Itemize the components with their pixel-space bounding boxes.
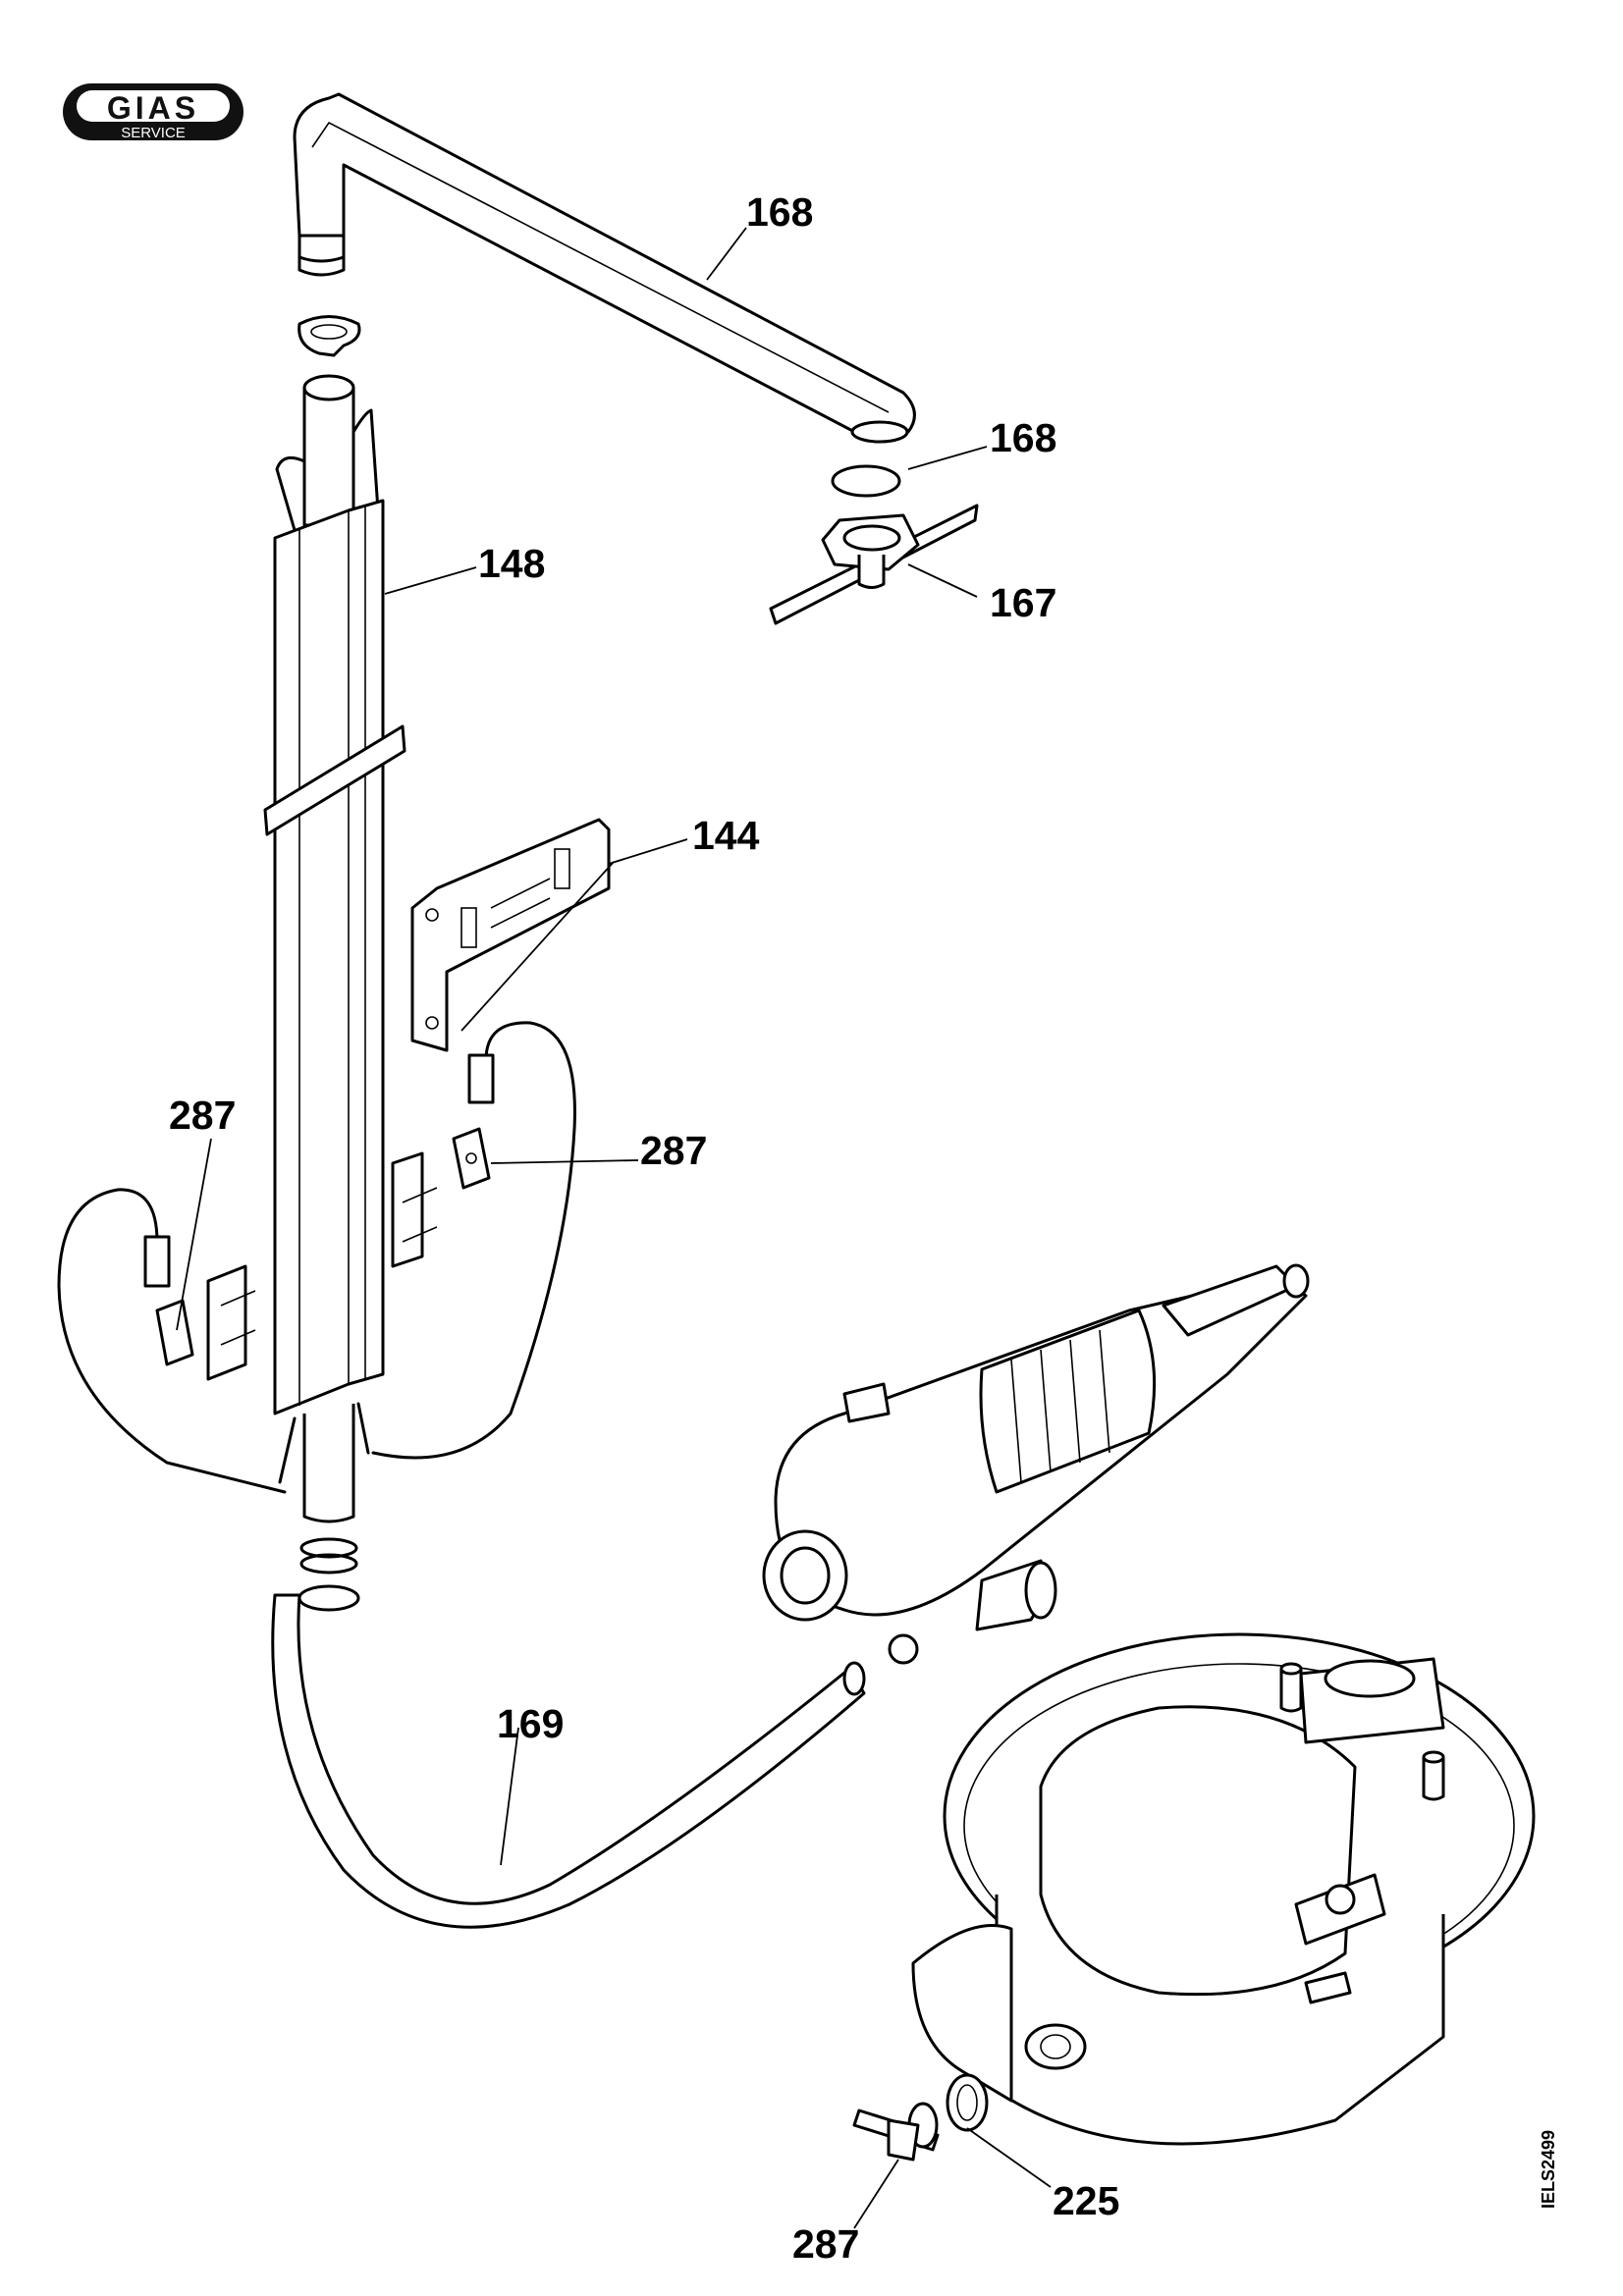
- drawing-code: IELS2499: [1539, 2130, 1558, 2209]
- callout-148: 148: [478, 541, 545, 586]
- logo-brand: GIAS: [107, 90, 199, 126]
- circulation-motor-pump: [762, 1263, 1310, 1665]
- callout-287-mid: 287: [640, 1128, 707, 1173]
- callout-287-left: 287: [169, 1093, 236, 1138]
- upper-spray-arm-tube: [293, 92, 916, 444]
- sump-housing: [911, 1632, 1536, 2146]
- callout-287-bottom: 287: [792, 2221, 859, 2267]
- sump-seal-ring: [946, 2073, 989, 2132]
- callout-168-arm: 168: [746, 189, 813, 235]
- duct-bracket: [410, 818, 611, 1052]
- callout-225: 225: [1053, 2178, 1119, 2223]
- callout-labels: 168 168 167 148 144 287 287 169 225 287: [169, 189, 1119, 2267]
- callout-169: 169: [497, 1701, 564, 1746]
- circulation-hose: [271, 1584, 866, 1929]
- leader-lines: [176, 227, 1052, 2229]
- hose-clip-upper: [298, 315, 361, 357]
- callout-168-seal: 168: [990, 415, 1056, 460]
- sensor-cable-middle: [371, 1021, 576, 1460]
- callout-144: 144: [692, 813, 760, 858]
- hose-clip-lower: [299, 1537, 358, 1575]
- gias-service-logo: GIAS SERVICE: [63, 83, 243, 141]
- logo-sub: SERVICE: [121, 125, 186, 141]
- callout-167: 167: [990, 580, 1056, 625]
- spray-arm-support: [769, 504, 979, 625]
- seal-ring: [831, 464, 901, 498]
- sump-sensor: [852, 2102, 940, 2162]
- vertical-water-duct: [263, 374, 406, 1523]
- sensor-cable-left: [57, 1188, 287, 1494]
